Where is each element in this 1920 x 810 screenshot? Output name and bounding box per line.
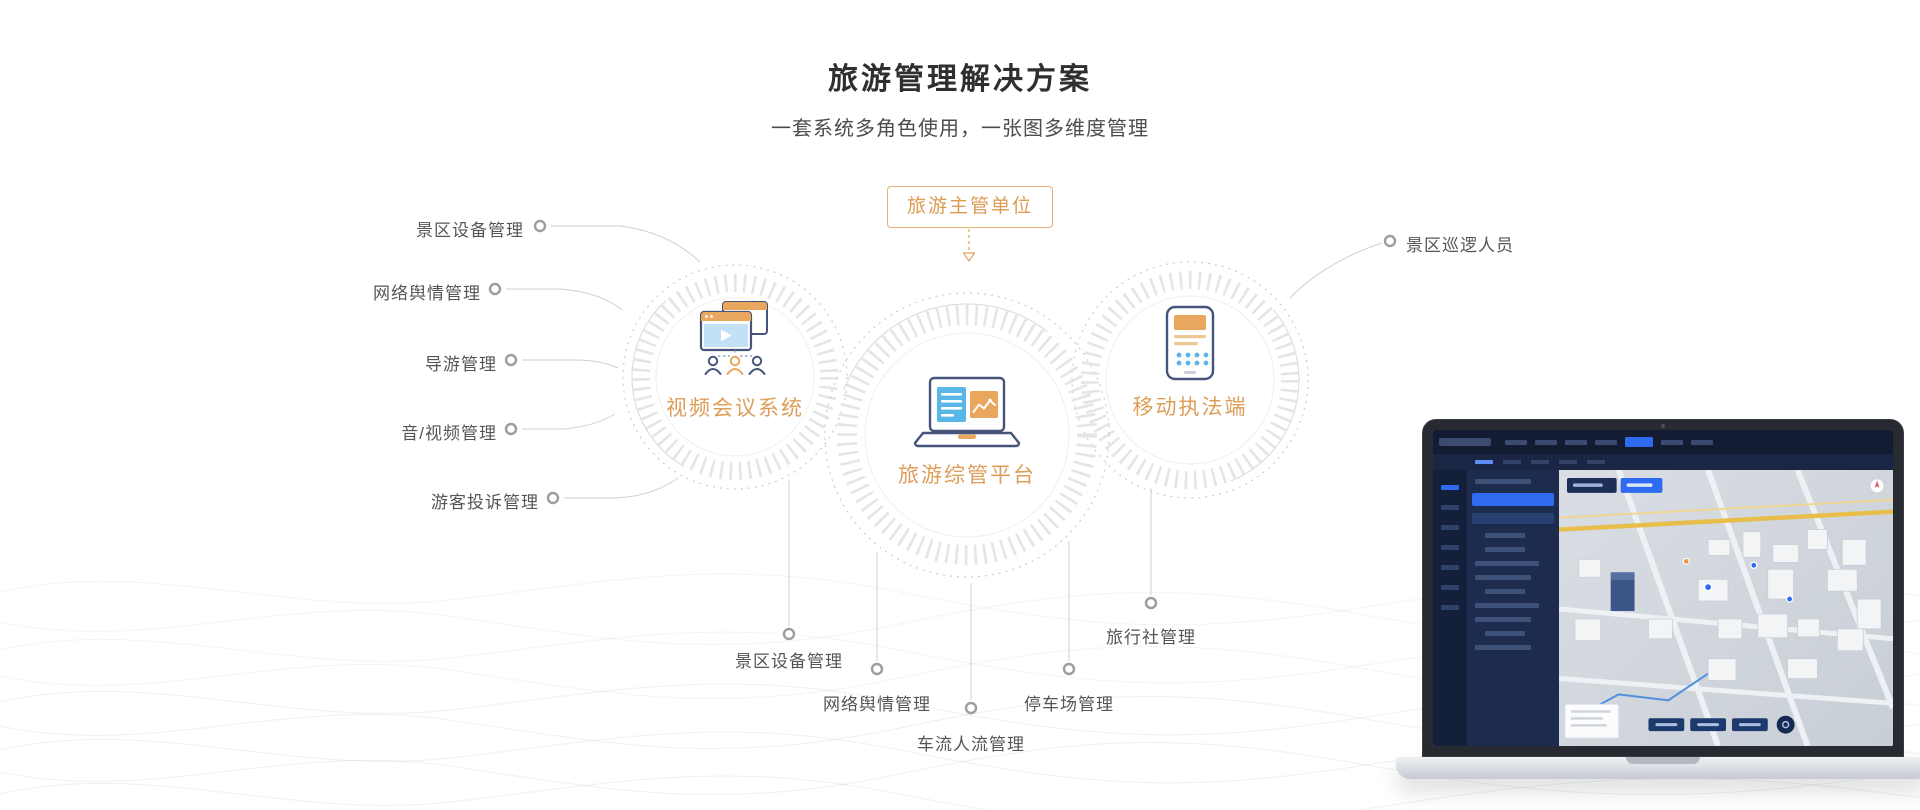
connector-line: [522, 359, 619, 369]
connector-line: [1289, 242, 1383, 299]
connector-dot: [1383, 234, 1397, 248]
node-mobile-enforcement: 移动执法端: [1090, 304, 1290, 421]
map-compass-icon: [1869, 478, 1885, 494]
label-public-opinion-left: 网络舆情管理: [373, 284, 481, 303]
connector-line: [506, 288, 623, 311]
panel-row: [1485, 533, 1525, 538]
panel-row-highlight: [1472, 513, 1554, 524]
dashboard-tab: [1661, 439, 1683, 445]
dashboard-menubar: [1433, 454, 1893, 470]
connector-dot: [488, 282, 502, 296]
dashboard-menu-item: [1503, 460, 1521, 464]
laptop-notch: [1626, 757, 1700, 764]
map-road-yellow-2: [1558, 498, 1893, 519]
label-scenic-equipment-left: 景区设备管理: [416, 221, 524, 240]
label-parking-lot: 停车场管理: [1024, 695, 1114, 714]
connector-dot: [1144, 596, 1158, 610]
label-scenic-equipment-bottom: 景区设备管理: [735, 652, 843, 671]
rail-item: [1441, 525, 1459, 530]
node-label-management-platform: 旅游综管平台: [898, 464, 1036, 487]
page-title: 旅游管理解决方案: [828, 63, 1092, 96]
dashboard-tab: [1535, 439, 1557, 445]
connector-dot: [504, 353, 518, 367]
dashboard-topbar: [1433, 430, 1893, 454]
panel-row: [1475, 561, 1539, 566]
dashboard-tab: [1565, 439, 1587, 445]
map-bottom-toolbar: [1648, 715, 1795, 734]
authority-arrow-head: [962, 252, 976, 262]
connector-dot: [870, 662, 884, 676]
dashboard-tab: [1505, 439, 1527, 445]
dashboard-logo: [1439, 438, 1491, 446]
map-3d-view: [1558, 468, 1893, 746]
connector-line: [551, 225, 701, 263]
connector-dot: [964, 701, 978, 715]
page-subtitle: 一套系统多角色使用，一张图多维度管理: [771, 118, 1149, 140]
panel-row: [1475, 575, 1531, 580]
dashboard-screenshot: [1433, 430, 1893, 746]
rail-item: [1441, 565, 1459, 570]
map-buildings: [1574, 529, 1882, 681]
connector-line: [564, 477, 679, 499]
dashboard-map: [1558, 468, 1893, 746]
dashboard-layer-panel: [1467, 470, 1559, 746]
video-conference-icon: [699, 301, 768, 375]
authority-box: 旅游主管单位: [887, 186, 1053, 228]
webcam-dot: [1661, 424, 1665, 428]
dashboard-tab-active: [1625, 437, 1653, 447]
rail-item: [1441, 585, 1459, 590]
panel-row: [1475, 645, 1531, 650]
label-audio-video: 音/视频管理: [401, 424, 497, 443]
panel-row: [1475, 603, 1539, 608]
panel-row: [1485, 589, 1525, 594]
map-top-buttons: [1566, 477, 1663, 493]
laptop-screen: [1422, 419, 1904, 757]
dashboard-menu-item: [1531, 460, 1549, 464]
connector-dot: [546, 491, 560, 505]
dashboard-side-rail: [1433, 470, 1467, 746]
mobile-enforcement-phone-icon: [1165, 305, 1215, 381]
panel-row-selected: [1472, 493, 1554, 506]
map-selected-building: [1610, 572, 1635, 611]
panel-row: [1485, 547, 1525, 552]
connector-dot: [782, 627, 796, 641]
map-info-card: [1564, 703, 1620, 739]
connector-dot: [1062, 662, 1076, 676]
rail-item: [1441, 485, 1459, 490]
panel-row: [1475, 617, 1531, 622]
panel-row: [1475, 479, 1531, 484]
label-traffic-flow: 车流人流管理: [917, 735, 1025, 754]
node-label-video-conference: 视频会议系统: [666, 397, 804, 420]
label-tourist-complaints: 游客投诉管理: [431, 493, 539, 512]
label-travel-agency: 旅行社管理: [1106, 628, 1196, 647]
connector-dot: [533, 219, 547, 233]
label-tour-guide: 导游管理: [425, 355, 497, 374]
node-video-conference: 视频会议系统: [635, 299, 835, 422]
dashboard-menu-item: [1559, 460, 1577, 464]
connector-line: [522, 413, 616, 430]
node-label-mobile-enforcement: 移动执法端: [1132, 396, 1248, 419]
dashboard-menu-item: [1587, 460, 1605, 464]
laptop-base: [1396, 757, 1920, 779]
node-management-platform: 旅游综管平台: [867, 376, 1067, 489]
connector-dot: [504, 422, 518, 436]
dashboard-tab: [1595, 439, 1617, 445]
dashboard-tab: [1691, 439, 1713, 445]
map-road-yellow: [1558, 509, 1893, 532]
rail-item: [1441, 545, 1459, 550]
ring-video-conference: [622, 264, 848, 490]
label-patrol-personnel: 景区巡逻人员: [1406, 236, 1514, 255]
rail-item: [1441, 505, 1459, 510]
map-markers: [1682, 557, 1794, 603]
management-platform-laptop-icon: [913, 376, 1021, 448]
rail-item: [1441, 605, 1459, 610]
label-public-opinion-bottom: 网络舆情管理: [823, 695, 931, 714]
panel-row: [1485, 631, 1525, 636]
dashboard-menu-item: [1475, 460, 1493, 464]
